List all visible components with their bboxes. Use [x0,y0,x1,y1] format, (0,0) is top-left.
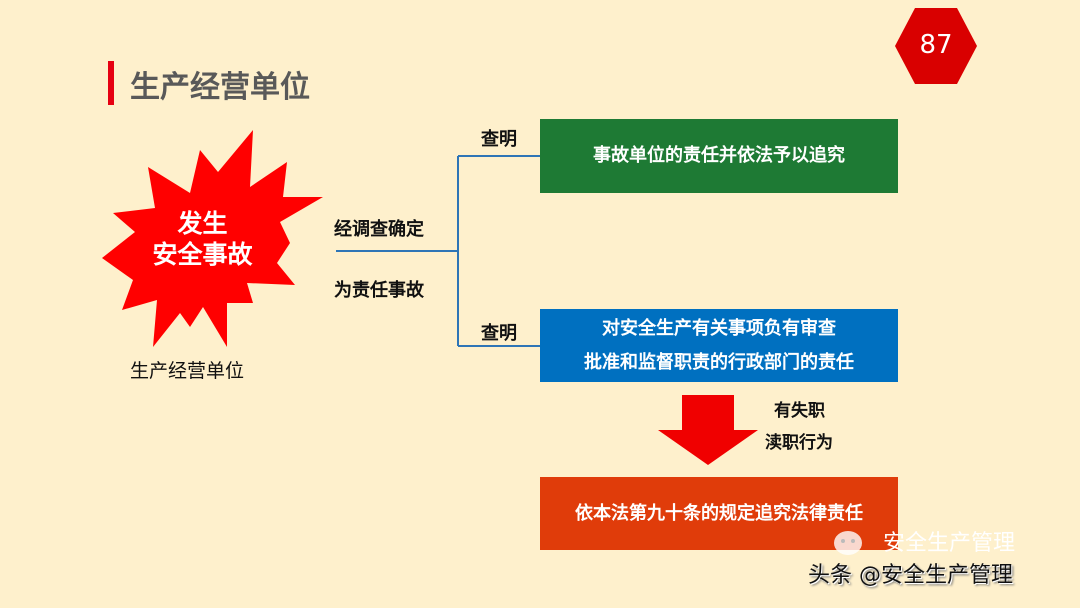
page-title: 生产经营单位 [130,70,310,105]
accident-label: 发生 安全事故 [140,208,265,270]
administrative-department-box: 对安全生产有关事项负有审查 批准和监督职责的行政部门的责任 [540,309,898,382]
watermark-faint: 安全生产管理 [883,531,1016,556]
box-text: 依本法第九十条的规定追究法律责任 [575,502,863,524]
page-number-hexagon [895,8,977,84]
box-text-line-2: 批准和监督职责的行政部门的责任 [584,351,854,373]
watermark-main: 头条 @安全生产管理 [808,563,1013,588]
box-text: 事故单位的责任并依法予以追究 [593,145,845,166]
arrow-label-line-2: 渎职行为 [765,433,833,453]
branch-top-label: 查明 [481,129,517,150]
arrow-label-line-1: 有失职 [774,401,825,421]
down-arrow-icon [658,395,758,465]
condition-line-2: 为责任事故 [334,280,424,301]
accident-line-1: 发生 [177,209,228,238]
accident-starburst [102,130,323,347]
box-text-line-1: 对安全生产有关事项负有审查 [602,317,836,339]
accident-unit-responsibility-box: 事故单位的责任并依法予以追究 [540,119,898,193]
page-number: 87 [919,30,953,60]
accident-line-2: 安全事故 [152,240,253,269]
title-accent-bar [108,61,114,105]
condition-line-1: 经调查确定 [334,219,424,240]
burst-caption: 生产经营单位 [130,360,245,382]
wechat-icon [834,531,862,555]
branch-bottom-label: 查明 [481,323,517,344]
